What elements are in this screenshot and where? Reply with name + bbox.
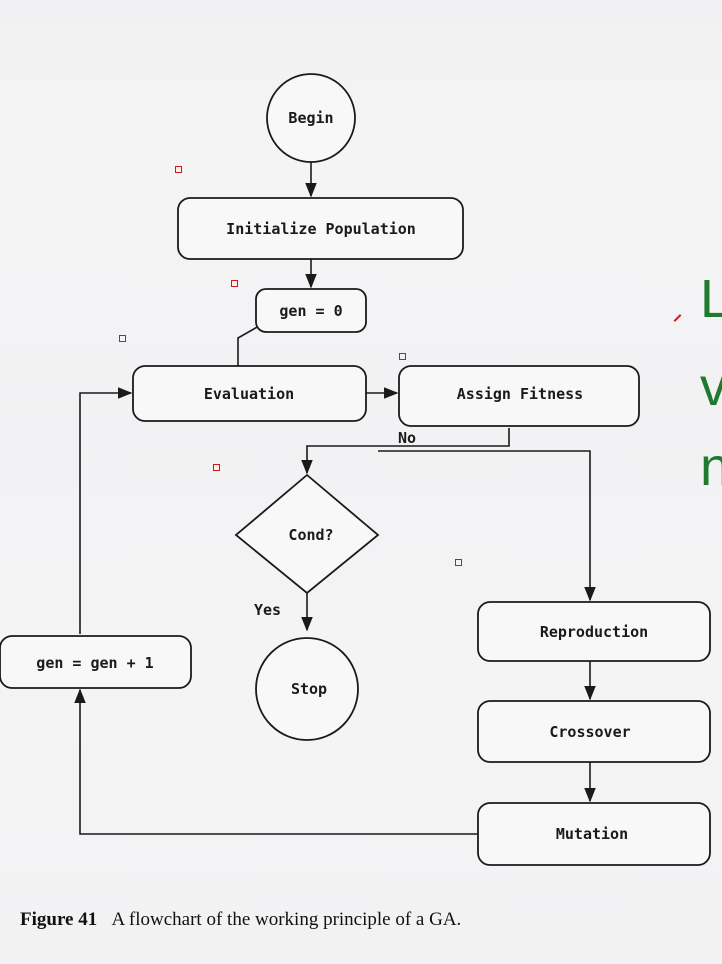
overlay-letter-1: L <box>700 269 722 329</box>
mutation-label: Mutation <box>556 825 628 843</box>
assign-fitness-label: Assign Fitness <box>457 385 583 403</box>
mutation-node <box>477 802 711 866</box>
initialize-node <box>177 197 464 260</box>
initialize-label: Initialize Population <box>226 220 416 238</box>
figure-caption-text: A flowchart of the working principle of … <box>111 909 462 930</box>
annotation-marker <box>175 166 182 173</box>
evaluation-label: Evaluation <box>204 385 294 403</box>
cond-node <box>234 473 380 595</box>
begin-label: Begin <box>288 109 333 127</box>
ga-flowchart: Begin Initialize Population gen = 0 Eval… <box>0 73 711 866</box>
figure-caption: Figure 41 A flowchart of the working pri… <box>20 909 720 931</box>
gen-inc-label: gen = gen + 1 <box>36 654 153 672</box>
reproduction-label: Reproduction <box>540 623 648 641</box>
crossover-label: Crossover <box>549 723 630 741</box>
stop-label: Stop <box>291 680 327 698</box>
overlay-letter-2: v <box>700 357 722 417</box>
gen-inc-node <box>0 635 192 689</box>
cond-label: Cond? <box>288 526 333 544</box>
annotation-marker <box>213 464 220 471</box>
annotation-marker <box>399 353 406 360</box>
gen0-label: gen = 0 <box>279 302 342 320</box>
assign-fitness-node <box>398 365 640 427</box>
annotation-marker <box>231 280 238 287</box>
evaluation-node <box>132 365 367 422</box>
no-label: No <box>398 429 416 447</box>
begin-node <box>266 73 356 163</box>
edge-mutation-geninc <box>74 688 478 835</box>
edge-gen0-evaluation-path <box>238 314 258 366</box>
yes-label: Yes <box>254 601 281 619</box>
crossover-node <box>477 700 711 763</box>
gen0-node <box>255 288 367 333</box>
annotation-marker <box>455 559 462 566</box>
overlay-letter-3: n <box>700 437 722 497</box>
figure-label: Figure 41 <box>20 909 98 930</box>
reproduction-node <box>477 601 711 662</box>
annotation-marker <box>119 335 126 342</box>
edge-cond-reproduction <box>378 450 596 602</box>
edge-fitness-cond <box>301 428 510 475</box>
stop-node <box>255 637 359 741</box>
edge-geninc-evaluation <box>79 387 133 634</box>
